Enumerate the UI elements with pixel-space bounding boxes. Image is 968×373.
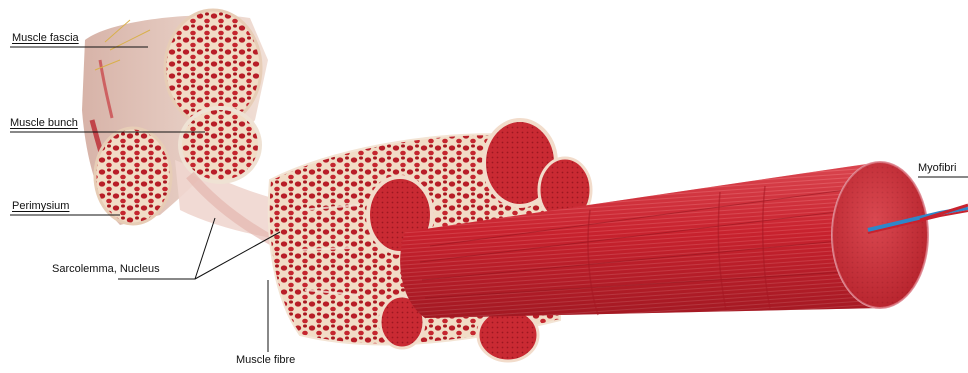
label-sarcolemma-nucleus: Sarcolemma, Nucleus <box>52 263 160 276</box>
label-muscle-fibre: Muscle fibre <box>236 354 295 367</box>
label-muscle-fascia: Muscle fascia <box>12 32 79 45</box>
label-muscle-bunch: Muscle bunch <box>10 117 78 130</box>
label-perimysium: Perimysium <box>12 200 69 213</box>
label-myofibril: Myofibri <box>918 162 957 175</box>
